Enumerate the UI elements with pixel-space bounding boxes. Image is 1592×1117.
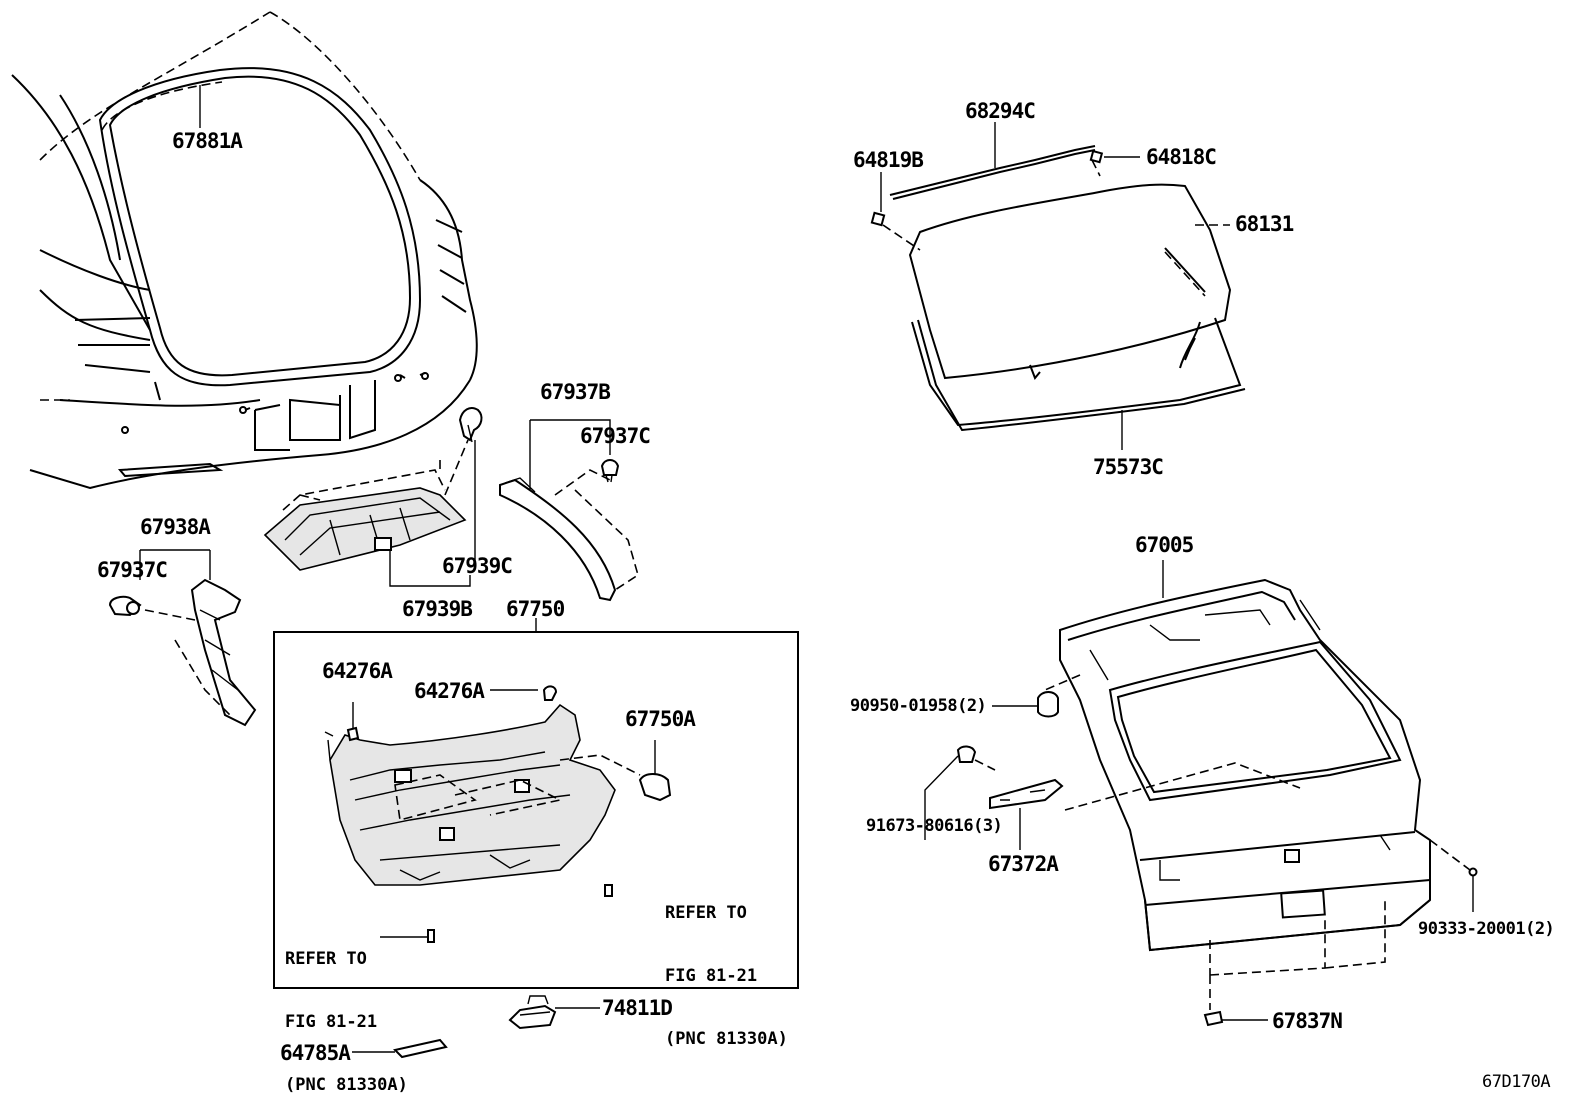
label-67939B: 67939B [402, 597, 473, 621]
label-91673-80616: 91673-80616(3) [866, 816, 1003, 836]
label-90950-01958: 90950-01958(2) [850, 696, 987, 716]
label-64819B: 64819B [853, 148, 924, 172]
label-64785A: 64785A [280, 1041, 351, 1065]
pillar-trim-67938A [108, 549, 257, 727]
refer-note-right: REFER TO FIG 81-21 (PNC 81330A) [665, 861, 788, 1071]
small-parts-bottom [352, 995, 600, 1059]
refer-note-left: REFER TO FIG 81-21 (PNC 81330A) [285, 907, 408, 1117]
refer-note-left-line2: FIG 81-21 [285, 1012, 378, 1032]
label-67937C-lower: 67937C [97, 558, 168, 582]
pillar-trim-67937B [499, 419, 639, 602]
label-68131: 68131 [1235, 212, 1294, 236]
label-67937B: 67937B [540, 380, 611, 404]
label-67939C: 67939C [442, 554, 513, 578]
back-glass-group [870, 122, 1246, 450]
label-67881A: 67881A [172, 129, 243, 153]
floor-trim-67939B [263, 407, 483, 587]
refer-note-left-line1: REFER TO [285, 949, 367, 969]
label-64276A-left: 64276A [322, 659, 393, 683]
label-67837N: 67837N [1272, 1009, 1343, 1033]
refer-note-right-line1: REFER TO [665, 903, 747, 923]
label-67372A: 67372A [988, 852, 1059, 876]
label-67937C-upper: 67937C [580, 424, 651, 448]
label-75573C: 75573C [1093, 455, 1164, 479]
diagram-id: 67D170A [1482, 1072, 1551, 1092]
vehicle-body [11, 11, 478, 490]
label-67938A: 67938A [140, 515, 211, 539]
label-64818C: 64818C [1146, 145, 1217, 169]
box-67750 [273, 618, 799, 989]
label-74811D: 74811D [602, 996, 673, 1020]
label-68294C: 68294C [965, 99, 1036, 123]
label-67750A: 67750A [625, 707, 696, 731]
label-64276A-right: 64276A [414, 679, 485, 703]
refer-note-left-line3: (PNC 81330A) [285, 1075, 408, 1095]
label-67750: 67750 [506, 597, 565, 621]
refer-note-right-line2: FIG 81-21 [665, 966, 758, 986]
label-67005: 67005 [1135, 533, 1194, 557]
refer-note-right-line3: (PNC 81330A) [665, 1029, 788, 1049]
back-door-67005 [924, 560, 1478, 1027]
label-90333-20001: 90333-20001(2) [1418, 919, 1555, 939]
